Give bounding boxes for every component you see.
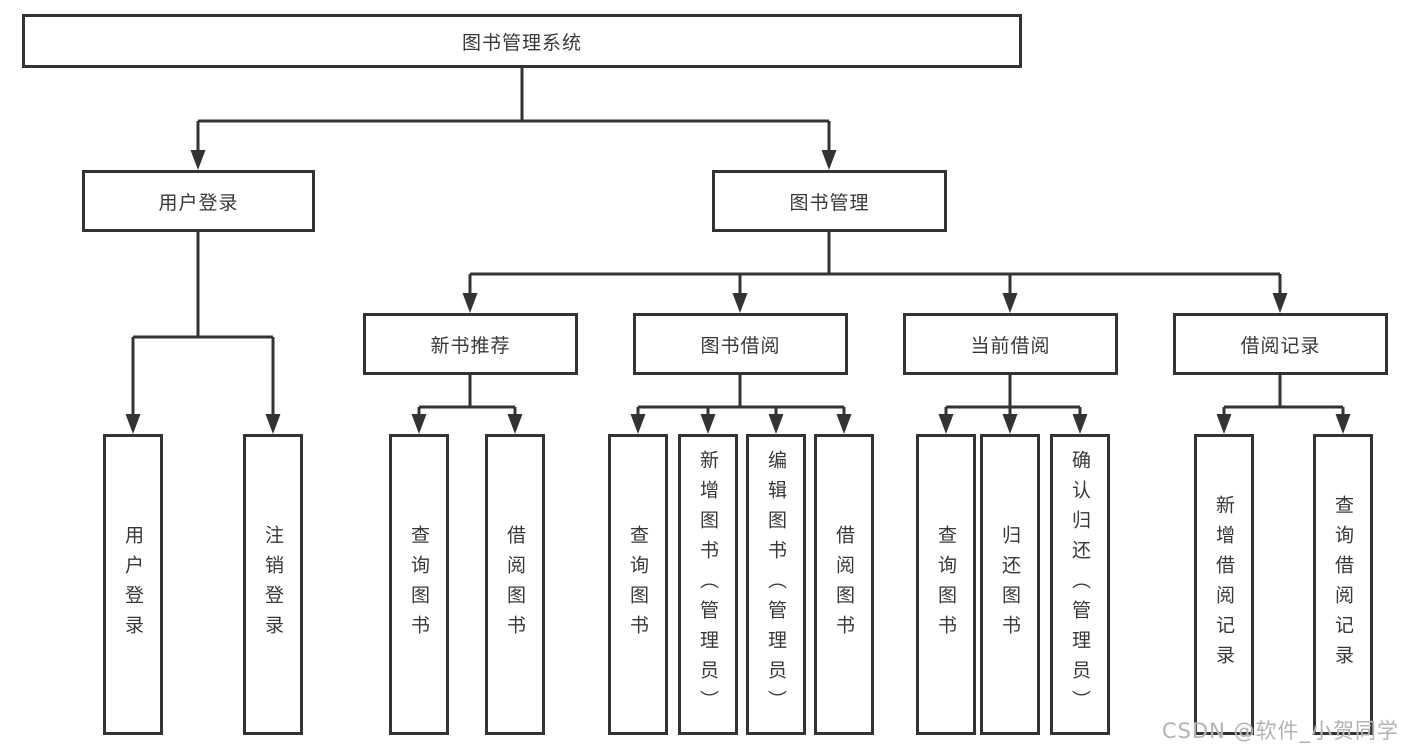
leaf-edit-book-admin-label: 编辑图书（管理员） xyxy=(765,449,787,720)
node-new-book-recommend: 新书推荐 xyxy=(363,313,578,375)
leaf-logout-label: 注销登录 xyxy=(262,524,284,645)
leaf-add-book-admin: 新增图书（管理员） xyxy=(678,434,738,735)
leaf-user-login: 用户登录 xyxy=(103,434,163,735)
leaf-query-books-newbook-label: 查询图书 xyxy=(408,524,430,645)
leaf-confirm-return-admin: 确认归还（管理员） xyxy=(1050,434,1110,735)
leaf-query-books-borrowing: 查询图书 xyxy=(608,434,668,735)
node-user-login: 用户登录 xyxy=(82,170,315,232)
leaf-confirm-return-admin-label: 确认归还（管理员） xyxy=(1069,449,1091,720)
node-user-login-label: 用户登录 xyxy=(158,191,239,214)
leaf-query-borrow-record: 查询借阅记录 xyxy=(1313,434,1373,735)
leaf-borrow-books-borrowing-label: 借阅图书 xyxy=(833,524,855,645)
node-book-borrowing: 图书借阅 xyxy=(633,313,848,375)
leaf-query-books-borrowing-label: 查询图书 xyxy=(627,524,649,645)
leaf-edit-book-admin: 编辑图书（管理员） xyxy=(746,434,806,735)
node-current-borrowing-label: 当前借阅 xyxy=(970,334,1051,357)
node-borrowing-records-label: 借阅记录 xyxy=(1240,334,1321,357)
node-new-book-recommend-label: 新书推荐 xyxy=(430,334,511,357)
node-current-borrowing: 当前借阅 xyxy=(903,313,1118,375)
node-book-management-label: 图书管理 xyxy=(789,191,870,214)
leaf-user-login-label: 用户登录 xyxy=(122,524,144,645)
leaf-query-books-current: 查询图书 xyxy=(916,434,976,735)
node-borrowing-records: 借阅记录 xyxy=(1173,313,1388,375)
leaf-borrow-books-newbook-label: 借阅图书 xyxy=(504,524,526,645)
leaf-add-borrow-record-label: 新增借阅记录 xyxy=(1213,494,1235,675)
leaf-borrow-books-borrowing: 借阅图书 xyxy=(814,434,874,735)
leaf-borrow-books-newbook: 借阅图书 xyxy=(485,434,545,735)
watermark: CSDN @软件_小贺同学 xyxy=(1161,719,1399,743)
node-library-system-label: 图书管理系统 xyxy=(461,31,582,54)
leaf-add-book-admin-label: 新增图书（管理员） xyxy=(697,449,719,720)
node-book-management: 图书管理 xyxy=(712,170,947,232)
leaf-logout: 注销登录 xyxy=(243,434,303,735)
leaf-return-book: 归还图书 xyxy=(980,434,1040,735)
leaf-query-books-current-label: 查询图书 xyxy=(935,524,957,645)
node-book-borrowing-label: 图书借阅 xyxy=(700,334,781,357)
leaf-query-borrow-record-label: 查询借阅记录 xyxy=(1332,494,1354,675)
leaf-return-book-label: 归还图书 xyxy=(999,524,1021,645)
node-library-system: 图书管理系统 xyxy=(22,14,1022,68)
leaf-query-books-newbook: 查询图书 xyxy=(389,434,449,735)
leaf-add-borrow-record: 新增借阅记录 xyxy=(1194,434,1254,735)
